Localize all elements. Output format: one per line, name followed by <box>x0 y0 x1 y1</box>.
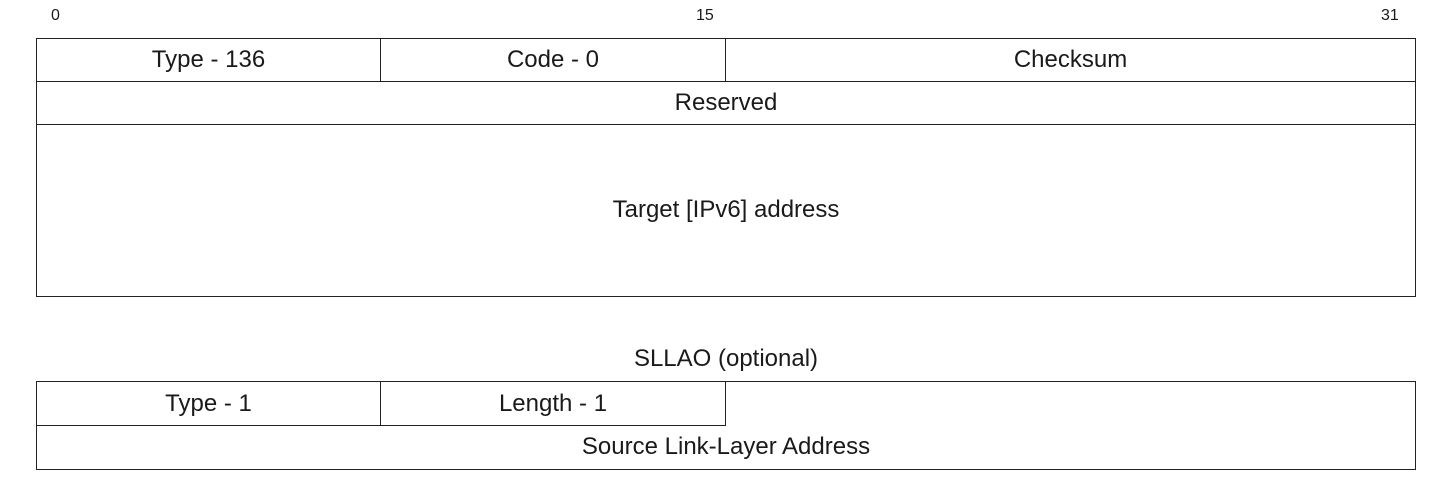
sllao-address-continuation <box>726 382 1415 426</box>
reserved-row: Reserved <box>37 82 1415 125</box>
bit-label-15: 15 <box>696 7 714 24</box>
target-address-row: Target [IPv6] address <box>37 125 1415 295</box>
bit-label-0: 0 <box>51 7 60 24</box>
sllao-header-row: Type - 1 Length - 1 <box>37 382 1415 426</box>
bit-label-31: 31 <box>1381 7 1399 24</box>
checksum-field: Checksum <box>1013 46 1128 73</box>
sllao-type-field: Type - 1 <box>37 382 381 426</box>
target-address-field: Target [IPv6] address <box>612 196 840 223</box>
sllao-address-row: Source Link-Layer Address <box>37 426 1415 468</box>
code-field: Code - 0 <box>381 39 726 81</box>
sllao-table: Type - 1 Length - 1 Source Link-Layer Ad… <box>36 381 1416 470</box>
reserved-field: Reserved <box>674 89 778 116</box>
header-row: Type - 136 Code - 0 Checksum <box>37 39 1415 82</box>
sllao-caption: SLLAO (optional) <box>633 345 819 372</box>
ns-message-table: Type - 136 Code - 0 Checksum Reserved Ta… <box>36 38 1416 297</box>
type-field: Type - 136 <box>37 39 381 81</box>
sllao-length-field: Length - 1 <box>381 382 726 426</box>
source-link-layer-address-field: Source Link-Layer Address <box>581 433 871 460</box>
